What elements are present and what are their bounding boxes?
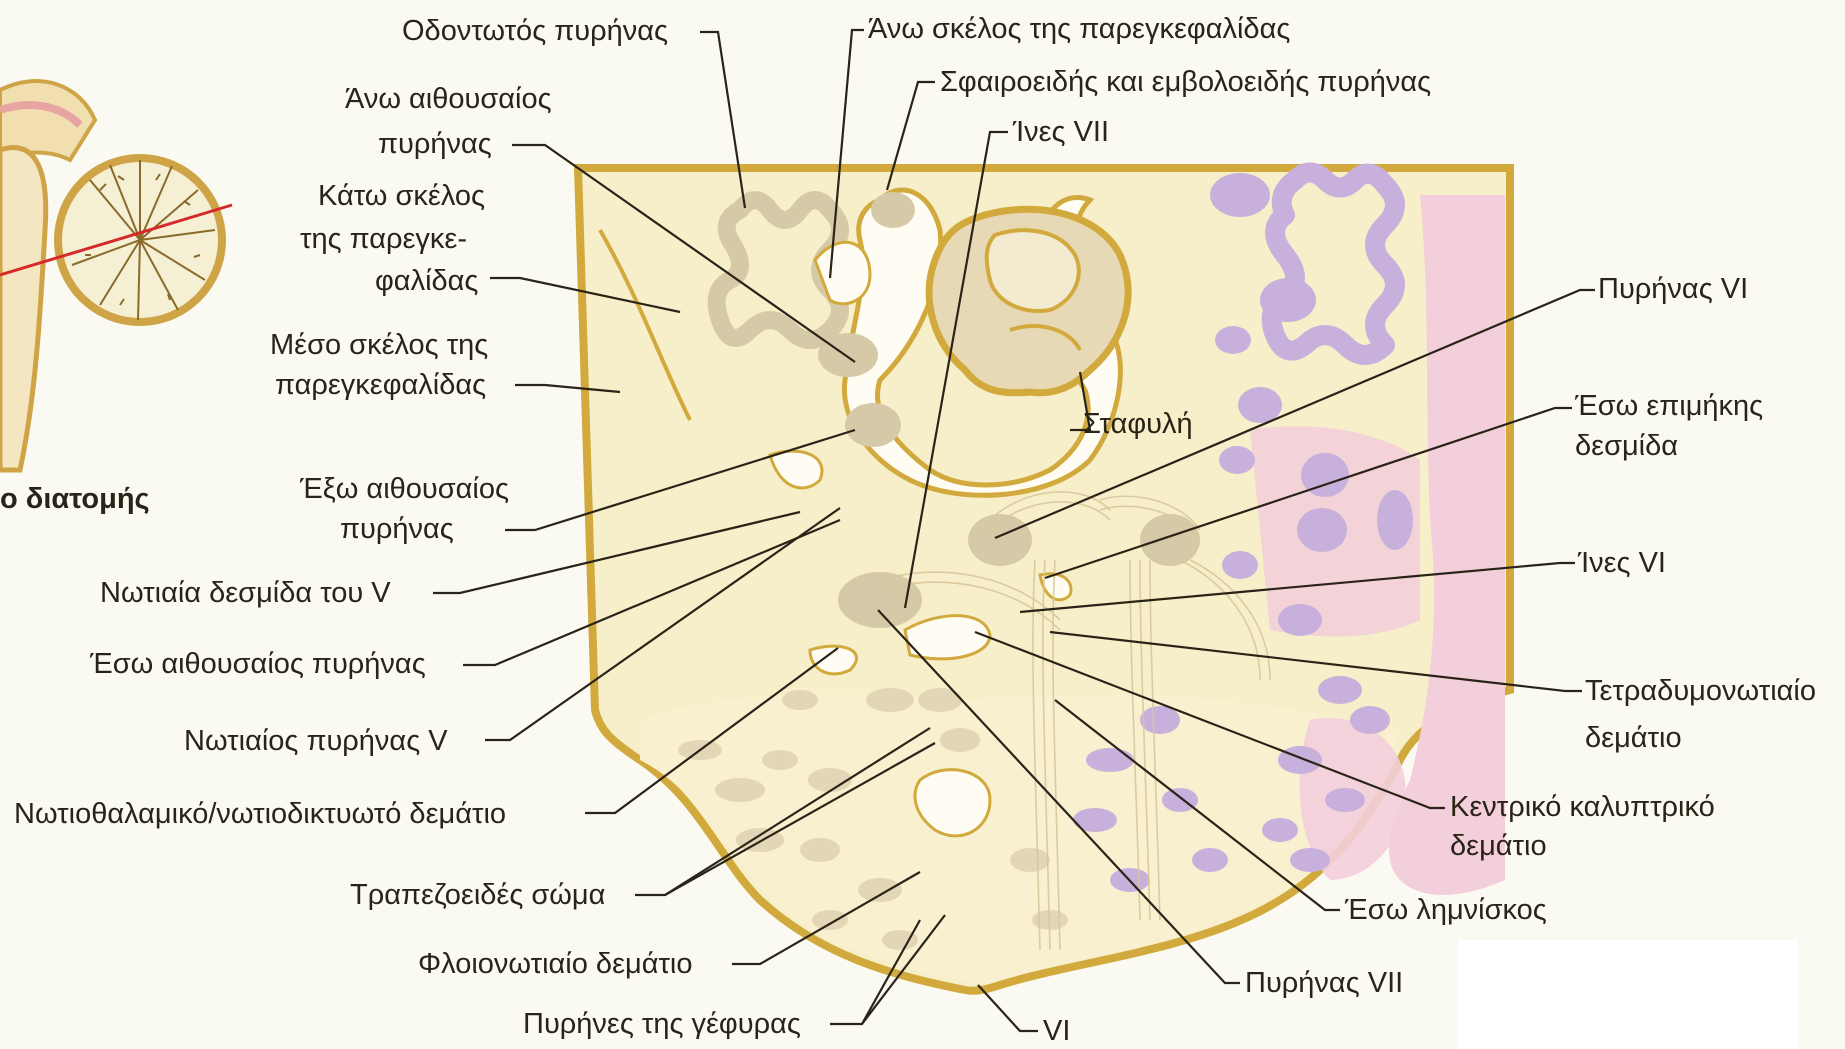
label-central-tegmental-line2: δεμάτιο <box>1450 830 1547 862</box>
superior-vestibular-nucleus <box>818 333 878 377</box>
label-medial-lemniscus: Έσω λημνίσκος <box>1344 894 1547 926</box>
label-inferior-peduncle-line3: φαλίδας <box>375 265 478 297</box>
label-trapezoid-body: Τραπεζοειδές σώμα <box>350 879 605 911</box>
purple-nucleus-1 <box>1210 173 1270 217</box>
label-nucleus-vi: Πυρήνας VI <box>1598 273 1748 305</box>
label-middle-peduncle-line2: παρεγκεφαλίδας <box>275 369 486 401</box>
globose-emboliform-nucleus <box>871 192 915 228</box>
label-spinal-nucleus-v: Νωτιαίος πυρήνας V <box>184 725 448 757</box>
label-lateral-vestibular: Έξω αιθουσαίος <box>299 473 509 505</box>
label-tectospinal-line2: δεμάτιο <box>1585 722 1682 754</box>
label-superior-peduncle: Άνω σκέλος της παρεγκεφαλίδας <box>868 13 1290 45</box>
lateral-vestibular-nucleus <box>845 403 901 447</box>
label-spinal-tract-v: Νωτιαία δεσμίδα του V <box>100 577 391 609</box>
label-corticospinal: Φλοιονωτιαίο δεμάτιο <box>418 948 693 980</box>
label-central-tegmental: Κεντρικό καλυπτρικό <box>1450 791 1715 823</box>
label-inferior-peduncle: Κάτω σκέλος <box>318 180 485 212</box>
label-mlf-line2: δεσμίδα <box>1575 430 1678 462</box>
label-middle-peduncle: Μέσο σκέλος της <box>270 329 488 361</box>
label-tectospinal: Τετραδυμονωτιαίο <box>1585 675 1816 707</box>
label-nerve-vi: VI <box>1043 1015 1070 1047</box>
label-inferior-peduncle-line2: της παρεγκε- <box>300 223 467 255</box>
label-spinothalamic: Νωτιοθαλαμικό/νωτιοδικτυωτό δεμάτιο <box>14 798 506 830</box>
label-mlf: Έσω επιμήκης <box>1574 390 1763 422</box>
label-dentate-nucleus: Οδοντωτός πυρήνας <box>402 15 668 47</box>
label-lateral-vestibular-line2: πυρήνας <box>340 513 454 545</box>
label-globose-emboliform: Σφαιροειδής και εμβολοειδής πυρήνας <box>940 66 1431 98</box>
label-fibers-vi: Ίνες VI <box>1577 547 1666 579</box>
blank-cover-box <box>1458 940 1798 1049</box>
label-superior-vestibular-line2: πυρήνας <box>378 128 492 160</box>
inset-brainstem-cerebellum: ο διατομής <box>0 81 232 515</box>
label-fibers-vii: Ίνες VII <box>1012 116 1109 148</box>
label-nucleus-vii: Πυρήνας VII <box>1245 967 1403 999</box>
label-medial-vestibular: Έσω αιθουσαίος πυρήνας <box>89 648 426 680</box>
label-nodulus: Σταφυλή <box>1083 408 1193 440</box>
label-pontine-nuclei: Πυρήνες της γέφυρας <box>523 1008 801 1040</box>
inset-caption: ο διατομής <box>0 483 150 515</box>
label-superior-vestibular: Άνω αιθουσαίος <box>345 83 552 115</box>
